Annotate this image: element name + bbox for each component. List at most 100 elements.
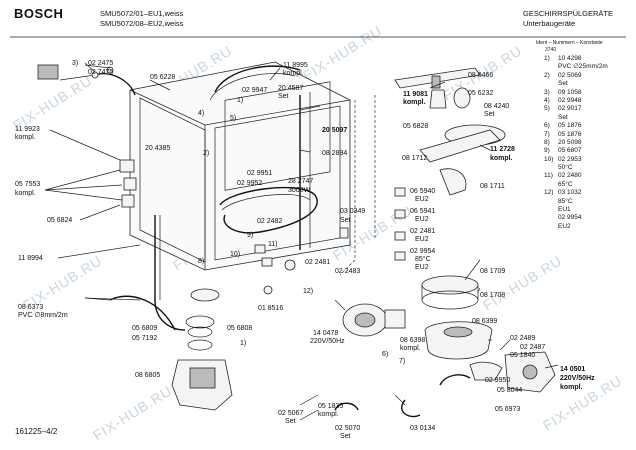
- legend-number: 7): [544, 130, 550, 138]
- legend-number: 12): [544, 189, 554, 197]
- part-number: 11 2728: [490, 146, 515, 153]
- callout-label: 1): [237, 97, 244, 104]
- part-label: Set: [285, 418, 296, 425]
- legend-number: 1): [544, 55, 550, 62]
- callout-label: 7): [399, 358, 406, 365]
- part-number: 02 2475: [88, 60, 114, 67]
- part-label: EU2: [415, 264, 429, 271]
- legend-row: 4)02 9948: [544, 97, 634, 105]
- part-label: kompl.: [400, 345, 421, 352]
- legend-number: 10): [544, 155, 554, 163]
- legend-text: 65°C: [558, 180, 573, 188]
- legend-row: EU2: [544, 223, 634, 231]
- part-number: 02 2483: [335, 268, 361, 275]
- part-number: 02 2489: [510, 335, 536, 342]
- part-number: 08 6805: [135, 372, 161, 379]
- part-number: 02 7475: [88, 69, 114, 76]
- part-number: 06 5940: [410, 188, 436, 195]
- part-number: 08 1712: [402, 155, 428, 162]
- part-number: 03 0134: [410, 425, 436, 432]
- legend-text: PVC ∅25mm/2m: [558, 63, 608, 71]
- part-number: 08 6398: [400, 337, 426, 344]
- legend-text: 05 1876: [558, 122, 582, 130]
- part-label: kompl.: [15, 190, 36, 197]
- legend-number: 6): [544, 122, 550, 130]
- part-label: Set: [340, 433, 351, 440]
- part-number: 08 1708: [480, 292, 506, 299]
- part-number: 02 2487: [520, 344, 546, 351]
- part-number: 08 1711: [480, 183, 505, 190]
- legend-row: 10) 02 2953: [544, 156, 634, 164]
- callout-label: 5): [230, 115, 237, 122]
- legend-number: 3): [544, 88, 550, 96]
- part-number: 14 0501: [560, 366, 586, 373]
- part-label: Set: [278, 93, 289, 100]
- callout-label: 1): [240, 340, 247, 347]
- part-label: EU2: [415, 216, 429, 223]
- legend-text: 02 2953: [558, 155, 582, 163]
- part-label: 85°C: [415, 256, 431, 263]
- part-label: 3000W: [288, 187, 311, 194]
- part-label: kompl.: [318, 411, 339, 418]
- part-number: 05 6808: [227, 325, 253, 332]
- callout-label: 3): [72, 60, 79, 67]
- callout-label: 10): [230, 251, 241, 258]
- legend-row: 2)02 5069: [544, 72, 634, 80]
- part-number: 06 5941: [410, 208, 436, 215]
- part-label: kompl.: [15, 134, 36, 141]
- part-number: 05 1840: [510, 352, 536, 359]
- legend-text: 10 4298: [558, 55, 582, 62]
- part-label: Set: [340, 217, 351, 224]
- part-number: 11 9081: [403, 91, 428, 98]
- legend-row: 3)09 1058: [544, 89, 634, 97]
- callout-label: 2): [203, 150, 210, 157]
- part-label: kompl.: [283, 70, 304, 77]
- legend-row: 1) 10 4298: [544, 55, 634, 63]
- legend-text: 02 9017: [558, 105, 582, 113]
- part-number: 02 5067: [278, 410, 304, 417]
- part-number: 11 8995: [283, 62, 308, 69]
- part-label: Set: [484, 111, 495, 118]
- part-number: 11 8994: [18, 255, 43, 262]
- part-label: 220V/50Hz: [310, 338, 345, 345]
- legend-text: 02 9948: [558, 96, 582, 104]
- part-number: 05 6228: [150, 74, 176, 81]
- part-number: 02 9951: [247, 170, 273, 177]
- part-label: PVC ∅8mm/2m: [18, 312, 68, 319]
- part-label: EU2: [415, 196, 429, 203]
- ident-value: 3740: [545, 47, 557, 53]
- legend-text: 85°C: [558, 197, 573, 205]
- legend-row: 8)20 5098: [544, 139, 634, 147]
- part-number: 05 7553: [15, 181, 41, 188]
- part-number: 02 9954: [410, 248, 436, 255]
- part-label: kompl.: [403, 99, 426, 106]
- legend-text: 05 1876: [558, 130, 582, 138]
- part-number: 05 6809: [132, 325, 158, 332]
- legend-row: 85°C: [544, 198, 634, 206]
- ident-label: Ident – Nummern – Konstante: [536, 40, 603, 46]
- callout-label: 11): [268, 241, 278, 248]
- part-number: 02 9952: [237, 180, 263, 187]
- callout-label: 4): [198, 110, 205, 117]
- part-label: kompl.: [560, 384, 583, 391]
- legend-text: Set: [558, 113, 568, 121]
- legend-row: 9)05 6807: [544, 147, 634, 155]
- part-number: 05 6973: [495, 406, 521, 413]
- legend-row: 6) 05 1876: [544, 122, 634, 130]
- part-number: 08 6373: [18, 304, 44, 311]
- part-number: 20 5097: [322, 127, 348, 134]
- part-number: 02 5070: [335, 425, 361, 432]
- model-line-2: SMU5072/08–EU2,weiss: [100, 19, 184, 28]
- part-number: 08 4240: [484, 103, 510, 110]
- legend-row: 11)02 2480: [544, 172, 634, 180]
- callout-label: 9): [247, 232, 254, 239]
- legend-text: EU1: [558, 206, 571, 214]
- legend-number: 5): [544, 105, 550, 113]
- part-number: 02 2482: [257, 218, 283, 225]
- part-number: 05 6828: [403, 123, 429, 130]
- part-label: EU2: [415, 236, 429, 243]
- legend-text: Set: [558, 80, 568, 88]
